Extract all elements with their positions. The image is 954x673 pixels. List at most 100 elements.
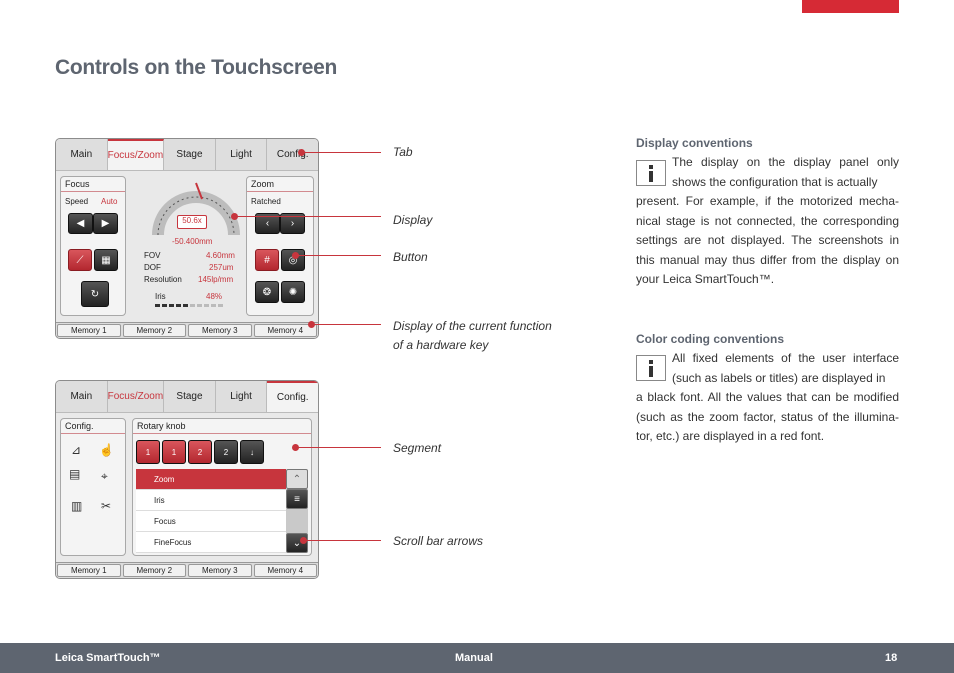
header-accent-bar: [802, 0, 899, 13]
tab-bar: Main Focus/Zoom Stage Light Config.: [56, 381, 318, 413]
zoom-in-button[interactable]: ›: [280, 213, 305, 234]
callout-tab-label: Tab: [393, 145, 413, 159]
fov-label: FOV: [144, 251, 161, 260]
segment-1[interactable]: 1: [136, 440, 160, 464]
memory-2-button[interactable]: Memory 2: [122, 324, 186, 337]
tab-light[interactable]: Light: [215, 381, 268, 412]
focus-right-button[interactable]: ▶: [93, 213, 118, 234]
tab-config[interactable]: Config.: [267, 139, 318, 170]
segment-3[interactable]: 2: [188, 440, 212, 464]
memory-key-row: Memory 1 Memory 2 Memory 3 Memory 4: [56, 322, 318, 338]
zoom-position-value: -50.400mm: [172, 237, 213, 246]
memory-2-button[interactable]: Memory 2: [122, 564, 186, 577]
zoom-panel-title: Zoom: [251, 179, 275, 189]
rotary-knob-icon[interactable]: ⌖: [101, 469, 108, 483]
tab-bar: Main Focus/Zoom Stage Light Config.: [56, 139, 318, 171]
zoom-grid-button[interactable]: #: [255, 249, 279, 271]
config-panel-title: Config.: [65, 421, 94, 431]
zoom-out-button[interactable]: ‹: [255, 213, 280, 234]
scroll-track[interactable]: [286, 509, 308, 533]
zoom-panel: Zoom Ratched ‹ › # ◎ ❂ ✺: [246, 176, 314, 316]
focus-reset-button[interactable]: ↻: [81, 281, 109, 307]
list-item-iris[interactable]: Iris: [136, 490, 286, 511]
tools-icon[interactable]: ✂: [101, 499, 112, 513]
focus-mode-button-2[interactable]: ▦: [94, 249, 118, 271]
focus-panel-title: Focus: [65, 179, 90, 189]
callout-display-label: Display: [393, 213, 433, 227]
info-icon: [636, 160, 666, 186]
callout-hardware-label: Display of the current function of a har…: [393, 317, 552, 355]
display-conventions-text-rest: present. For example, if the motorized m…: [636, 194, 899, 286]
zoom-gauge-display: [152, 182, 240, 236]
keyboard-icon[interactable]: ▤: [69, 467, 81, 481]
callout-segment-label: Segment: [393, 441, 442, 455]
iris-level-bar[interactable]: [155, 304, 223, 307]
info-icon: [636, 355, 666, 381]
magnification-readout: 50.6x: [177, 215, 207, 229]
dof-value: 257um: [209, 263, 234, 272]
scroll-thumb[interactable]: ≡: [286, 489, 308, 509]
footer-page-number: 18: [885, 652, 898, 664]
dof-label: DOF: [144, 263, 161, 272]
speed-label: Speed: [65, 197, 89, 206]
zoom-mode-label: Ratched: [251, 197, 281, 206]
memory-4-button[interactable]: Memory 4: [253, 564, 317, 577]
focus-left-button[interactable]: ◀: [68, 213, 93, 234]
tab-stage[interactable]: Stage: [164, 381, 216, 412]
segment-5[interactable]: ↓: [240, 440, 264, 464]
zoom-target-button[interactable]: ◎: [281, 249, 305, 271]
hand-touch-icon[interactable]: ☝: [99, 443, 114, 457]
list-item-finefocus[interactable]: FineFocus: [136, 532, 286, 553]
touchscreen-config: Main Focus/Zoom Stage Light Config. Conf…: [55, 380, 319, 579]
tab-main[interactable]: Main: [56, 381, 108, 412]
tab-focus-zoom[interactable]: Focus/Zoom: [107, 381, 165, 412]
memory-1-button[interactable]: Memory 1: [57, 324, 121, 337]
list-item-focus[interactable]: Focus: [136, 511, 286, 532]
memory-1-button[interactable]: Memory 1: [57, 564, 121, 577]
callout-segment-line: [295, 447, 381, 448]
target-icon: ◎: [288, 254, 298, 266]
chevron-up-icon: ⌃: [292, 473, 302, 485]
tab-focus-zoom[interactable]: Focus/Zoom: [107, 139, 165, 170]
color-conventions-heading: Color coding conventions: [636, 332, 785, 346]
arrow-right-icon: ▶: [101, 218, 110, 229]
refresh-icon: ↻: [90, 288, 100, 300]
aperture-button-2[interactable]: ✺: [281, 281, 305, 303]
focus-direction-buttons: ◀ ▶: [68, 213, 118, 234]
fov-value: 4.60mm: [206, 251, 235, 260]
page-title: Controls on the Touchscreen: [55, 56, 338, 79]
chevron-down-icon: ⌄: [292, 537, 302, 549]
memory-key-row: Memory 1 Memory 2 Memory 3 Memory 4: [56, 562, 318, 578]
scroll-up-button[interactable]: ⌃: [286, 469, 308, 489]
diagonal-grid-icon: ⟋: [76, 254, 84, 266]
list-item-zoom[interactable]: Zoom: [136, 469, 286, 490]
stage-config-icon[interactable]: ⊿: [71, 443, 82, 457]
display-conventions-text-first: The display on the display panel only sh…: [672, 155, 899, 189]
resolution-value: 145lp/mm: [198, 275, 234, 284]
aperture-button-1[interactable]: ❂: [255, 281, 279, 303]
focus-mode-button-1[interactable]: ⟋: [68, 249, 92, 271]
page-footer: Leica SmartTouch™ Manual 18: [0, 643, 954, 673]
memory-3-button[interactable]: Memory 3: [188, 324, 252, 337]
speed-value: Auto: [101, 197, 118, 206]
aperture-icon: ❂: [262, 286, 272, 298]
grid-icon: #: [264, 254, 270, 266]
tab-main[interactable]: Main: [56, 139, 108, 170]
color-conventions-text-first: All fixed elements of the user interface…: [672, 351, 899, 385]
callout-scroll-label: Scroll bar arrows: [393, 534, 484, 548]
arrow-left-icon: ◀: [76, 218, 85, 229]
footer-manual: Manual: [455, 652, 493, 664]
config-panel: Config. ⊿ ☝ ▤ ⌖ ▥ ✂: [60, 418, 126, 556]
printer-icon[interactable]: ▥: [71, 499, 83, 513]
tab-light[interactable]: Light: [215, 139, 268, 170]
memory-4-button[interactable]: Memory 4: [253, 324, 317, 337]
segment-4[interactable]: 2: [214, 440, 238, 464]
memory-3-button[interactable]: Memory 3: [188, 564, 252, 577]
iris-value: 48%: [206, 292, 223, 301]
iris-label: Iris: [155, 292, 166, 301]
tab-config[interactable]: Config.: [267, 381, 318, 412]
segment-2[interactable]: 1: [162, 440, 186, 464]
grid-icon: ▦: [101, 254, 111, 266]
callout-hardware-label-line1: Display of the current function: [393, 319, 552, 333]
tab-stage[interactable]: Stage: [164, 139, 216, 170]
